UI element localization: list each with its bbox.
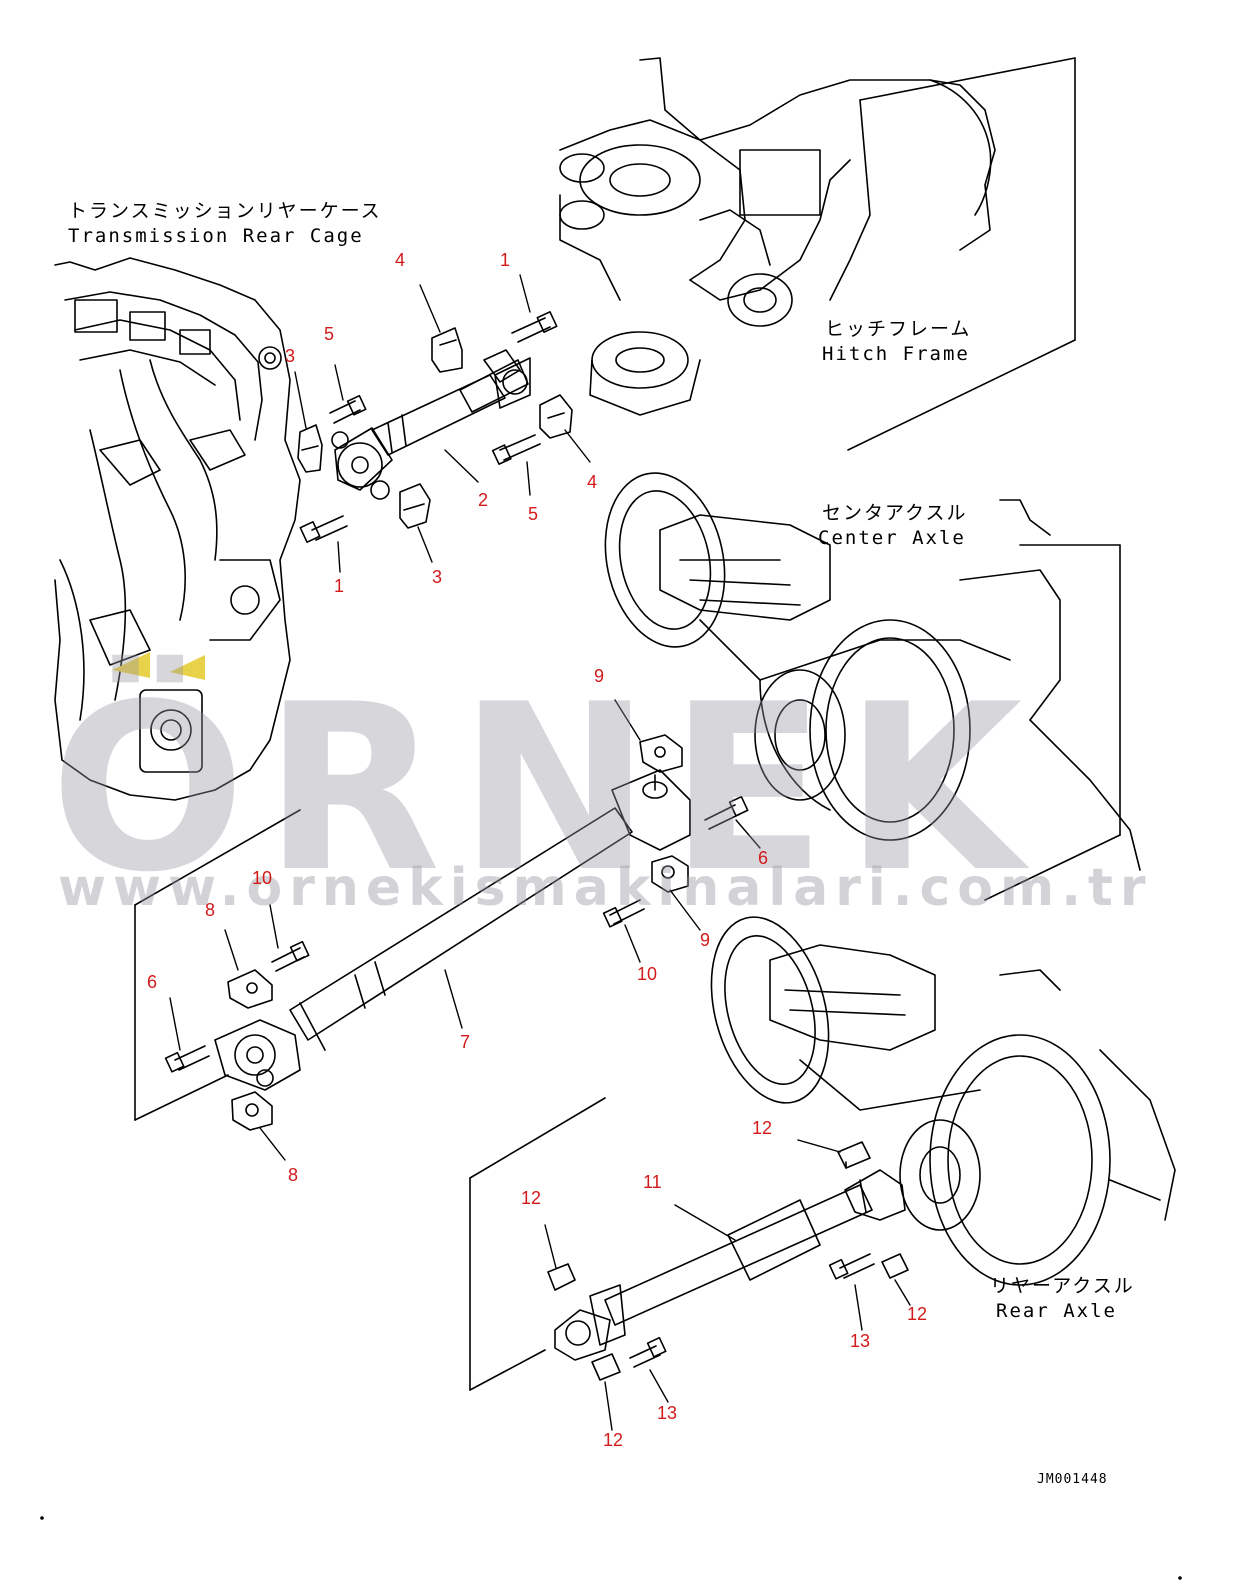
callout-8-bottom: 8: [288, 1165, 299, 1185]
cap-3-bottom: [399, 483, 431, 529]
drive-shaft-2: [331, 349, 531, 500]
callout-8-top: 8: [205, 900, 216, 920]
bolt-13-left: [629, 1336, 667, 1368]
callout-5-bottom: 5: [528, 504, 539, 524]
bolt-5-top: [329, 394, 367, 424]
watermark-url: www.ornekismakinalari.com.tr: [58, 858, 1153, 918]
bolt-5-bottom: [491, 434, 541, 466]
transmission-label-en: Transmission Rear Cage: [68, 225, 364, 247]
callout-6-left: 6: [147, 972, 158, 992]
bolt-10-left: [271, 940, 310, 972]
yellow-marker-1: [112, 652, 150, 678]
cap-3-left: [297, 424, 323, 473]
callout-12-top-left: 12: [521, 1188, 542, 1208]
nut-12-top-left: [547, 1263, 576, 1291]
drive-shaft-7: [214, 769, 691, 1091]
callout-13-right: 13: [850, 1331, 871, 1351]
callout-2: 2: [478, 490, 489, 510]
callout-12-right: 12: [907, 1304, 928, 1324]
callout-9-bottom: 9: [700, 930, 711, 950]
transmission-label-jp: トランスミッションリヤーケース: [68, 200, 382, 222]
hitch-frame-label-en: Hitch Frame: [822, 343, 970, 365]
callout-1-top: 1: [500, 250, 511, 270]
rear-axle-drawing: [710, 916, 1176, 1286]
callout-3-left: 3: [285, 346, 296, 366]
callout-5-top: 5: [324, 324, 335, 344]
leader-lines: [169, 274, 911, 1431]
cap-9-top: [639, 734, 683, 773]
yellow-marker-2: [170, 655, 205, 680]
callout-12-bottom: 12: [603, 1430, 624, 1450]
hitch-frame-label-jp: ヒッチフレーム: [825, 318, 972, 340]
transmission-rear-case-drawing: [54, 257, 301, 801]
bolt-6-left: [164, 1045, 210, 1073]
cap-4-top: [431, 327, 463, 373]
cap-4-right: [539, 394, 573, 439]
bolt-10-right: [602, 899, 645, 928]
hitch-frame-drawing: [559, 57, 996, 416]
bolt-13-right: [828, 1253, 875, 1280]
cap-9-bottom: [651, 855, 689, 893]
rear-axle-label-en: Rear Axle: [996, 1300, 1117, 1322]
center-axle-drawing: [604, 472, 1141, 871]
cap-8-bottom: [231, 1091, 273, 1131]
nut-12-right: [881, 1253, 909, 1279]
callout-12-top-right: 12: [752, 1118, 773, 1138]
nut-12-bottom: [591, 1353, 621, 1381]
callout-1-bottom: 1: [334, 576, 345, 596]
nut-12-top-right: [837, 1141, 871, 1169]
callout-10-right: 10: [637, 964, 658, 984]
callout-6-right: 6: [758, 848, 769, 868]
callout-9-top: 9: [594, 666, 605, 686]
bolt-1-bottom: [299, 515, 348, 544]
callout-13-left: 13: [657, 1403, 678, 1423]
center-axle-label-en: Center Axle: [818, 527, 966, 549]
callout-4-right: 4: [587, 472, 598, 492]
bolt-1-top: [511, 310, 558, 343]
drawing-code: JM001448: [1037, 1472, 1108, 1487]
watermark-brand: ÖRNEK: [50, 656, 1041, 923]
cap-8-top: [227, 969, 273, 1009]
callout-3-bottom: 3: [432, 567, 443, 587]
callout-7: 7: [460, 1032, 471, 1052]
callout-11: 11: [643, 1172, 662, 1192]
center-axle-label-jp: センタアクスル: [822, 502, 968, 524]
callout-10-left: 10: [252, 868, 273, 888]
rear-axle-label-jp: リヤーアクスル: [990, 1275, 1135, 1297]
bolt-6-right: [704, 795, 749, 830]
drive-shaft-11: [554, 1169, 906, 1361]
callout-4-top: 4: [395, 250, 406, 270]
